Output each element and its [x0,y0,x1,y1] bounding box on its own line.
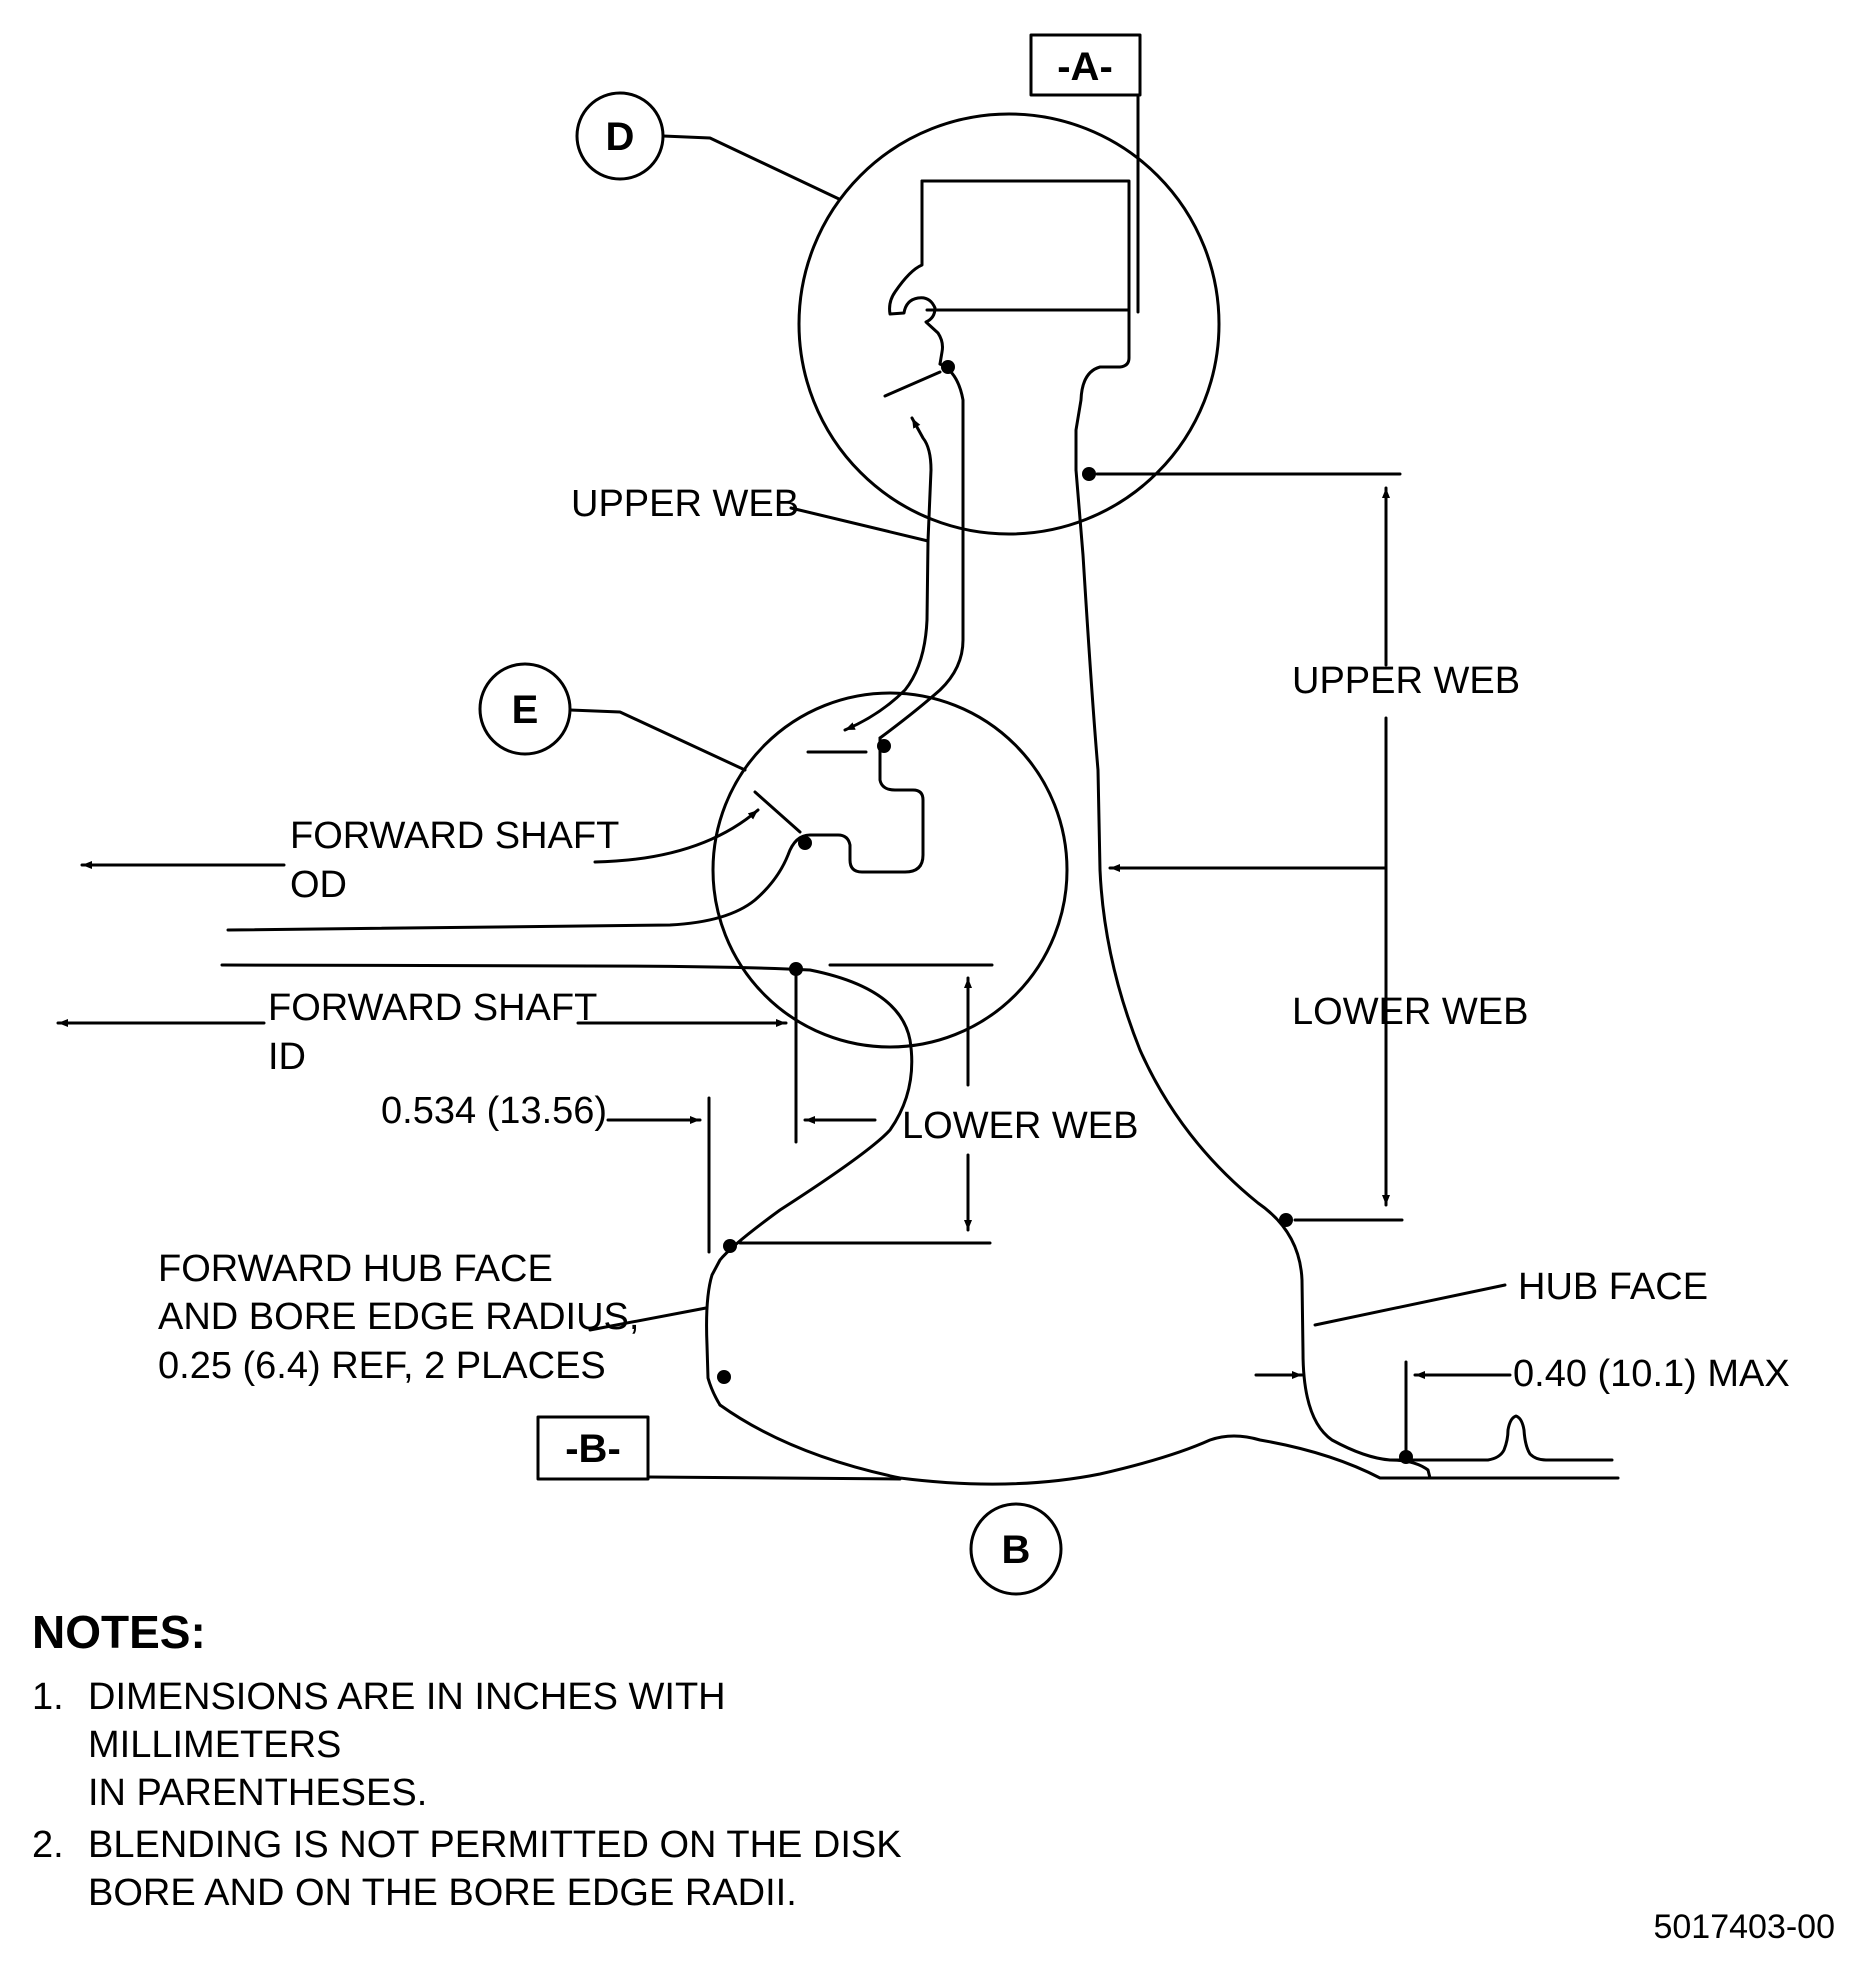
label-upper-web-right: UPPER WEB [1292,660,1520,702]
svg-text:-A-: -A- [1057,45,1113,89]
label-dim-0534: 0.534 (13.56) [381,1090,607,1132]
left-web-edge [878,362,965,740]
arrow-forward-shaft-od-right [593,808,760,864]
point-lower-web-right [1279,1213,1293,1227]
bubble-e: E [478,662,572,756]
point-fwd-hub-lower [717,1370,731,1384]
bubble-b: B [969,1502,1063,1596]
label-fwd-hub-1: FORWARD HUB FACE [158,1248,553,1290]
svg-text:-B-: -B- [565,1427,621,1471]
svg-text:E: E [512,688,539,732]
datum-b-box: -B- [536,1415,650,1481]
upper-web-left-arrow-down [843,539,930,732]
note-item-2: 2. BLENDING IS NOT PERMITTED ON THE DISK… [32,1821,988,1917]
bubble-d: D [575,91,665,181]
note-text: BLENDING IS NOT PERMITTED ON THE DISK BO… [88,1821,988,1917]
point-upper-web-left [941,360,955,374]
rim-left-edge [888,179,944,366]
note-line: DIMENSIONS ARE IN INCHES WITH MILLIMETER… [88,1676,726,1766]
rim-lip [1388,1458,1432,1480]
note-number: 1. [32,1676,64,1718]
label-forward-shaft-id-1: FORWARD SHAFT [268,987,597,1029]
note-line: BORE AND ON THE BORE EDGE RADII. [88,1872,797,1914]
note-number: 2. [32,1824,64,1866]
label-fwd-hub-3: 0.25 (6.4) REF, 2 PLACES [158,1345,606,1387]
leader-d [661,134,841,201]
label-upper-web-left: UPPER WEB [571,483,799,525]
shaft-lower-edge [220,963,914,1407]
detail-circle-d [797,112,1221,536]
point-fwd-hub-upper [723,1239,737,1253]
label-fwd-hub-2: AND BORE EDGE RADIUS, [158,1296,639,1338]
label-forward-shaft-od-2: OD [290,864,347,906]
tick-d-1 [883,370,942,398]
label-hub-face: HUB FACE [1518,1266,1708,1308]
upper-web-left-arrow-up [910,416,933,543]
label-lower-web-right: LOWER WEB [1292,991,1528,1033]
seal-tooth [1428,1414,1614,1462]
leader-hub-face [1313,1283,1507,1327]
figure-id: 5017403-00 [1653,1908,1835,1946]
note-line: IN PARENTHESES. [88,1772,428,1814]
label-forward-shaft-od-1: FORWARD SHAFT [290,815,619,857]
notes-section: NOTES: 1. DIMENSIONS ARE IN INCHES WITH … [32,1605,988,1917]
rim-top-edge [920,179,1131,472]
label-forward-shaft-id-2: ID [268,1036,306,1078]
note-line: BLENDING IS NOT PERMITTED ON THE DISK [88,1824,902,1866]
svg-text:D: D [606,115,635,159]
shaft-shoulder-upper [226,736,925,932]
leader-e [568,708,747,772]
leader-fwd-hub [588,1306,708,1332]
note-text: DIMENSIONS ARE IN INCHES WITH MILLIMETER… [88,1673,988,1817]
right-web-edge [1074,468,1432,1462]
detail-circle-e [711,691,1069,1049]
point-shaft-id [789,962,803,976]
notes-title: NOTES: [32,1606,206,1658]
leader-upper-web-left [789,506,930,543]
point-shoulder-top [877,739,891,753]
note-item-1: 1. DIMENSIONS ARE IN INCHES WITH MILLIME… [32,1673,988,1817]
datum-a-box: -A- [1029,33,1142,97]
point-shaft-od [798,836,812,850]
svg-text:B: B [1002,1528,1031,1572]
point-upper-web-right [1082,467,1096,481]
label-dim-040: 0.40 (10.1) MAX [1513,1353,1790,1395]
tick-e-2 [753,790,802,834]
label-lower-web-center: LOWER WEB [902,1105,1138,1147]
measurement-points [717,360,1413,1464]
datum-b-extension [646,1475,902,1481]
bore-bottom-edge [718,1403,1620,1486]
